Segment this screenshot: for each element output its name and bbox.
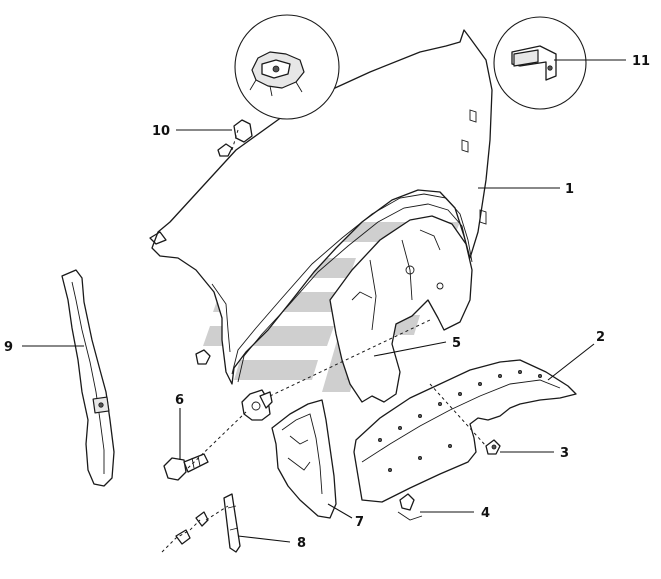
callout-4: 4 — [481, 506, 490, 521]
mud-flap — [271, 399, 337, 519]
nut-fastener — [485, 439, 501, 455]
bolt-assembly — [163, 389, 273, 481]
leader-lines — [22, 59, 626, 543]
detail-inset-clip-nut — [234, 14, 340, 120]
fender-panel — [149, 29, 493, 385]
callout-9: 9 — [4, 340, 13, 355]
support-bracket — [61, 269, 115, 487]
push-clip — [175, 349, 211, 545]
callout-3: 3 — [560, 446, 569, 461]
callout-labels: 1 2 3 4 5 6 7 8 9 10 11 — [4, 54, 650, 551]
callout-5: 5 — [452, 336, 461, 351]
callout-8: 8 — [297, 536, 306, 551]
callout-11: 11 — [632, 54, 650, 69]
detail-inset-bracket — [493, 16, 587, 110]
callout-10: 10 — [152, 124, 170, 139]
splash-shield-panel — [353, 359, 577, 503]
clip-fastener — [217, 119, 253, 157]
trim-strip — [223, 493, 241, 553]
callout-1: 1 — [565, 182, 574, 197]
callout-6: 6 — [175, 393, 184, 408]
callout-2: 2 — [596, 330, 605, 345]
callout-7: 7 — [355, 515, 364, 530]
wheel-arch-liner — [329, 215, 473, 403]
screw-fastener — [397, 493, 423, 521]
assembly-guides — [161, 129, 487, 553]
